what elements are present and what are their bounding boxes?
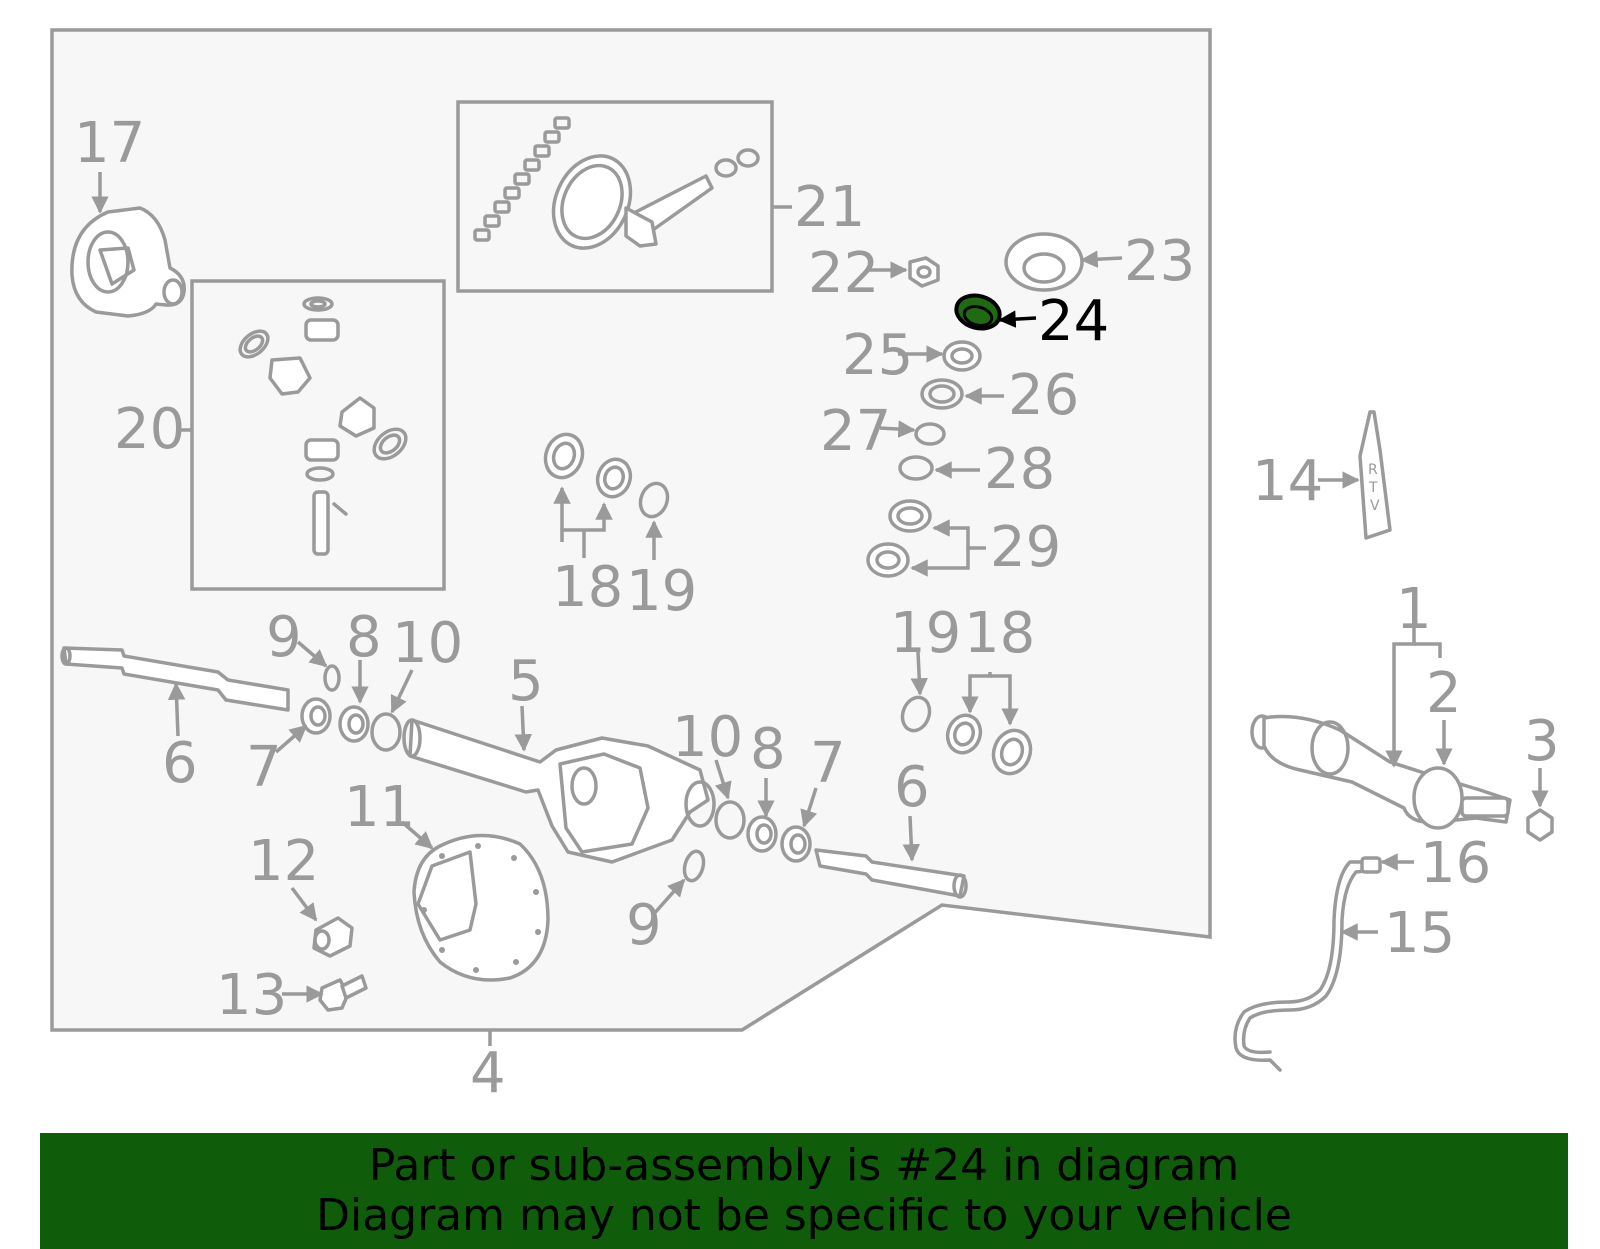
label-15: 15 — [1384, 901, 1455, 966]
label-6-left: 6 — [162, 731, 198, 796]
label-25: 25 — [842, 323, 913, 388]
label-4: 4 — [470, 1041, 506, 1106]
label-24-highlighted: 24 — [1038, 289, 1109, 354]
svg-text:V: V — [1370, 498, 1380, 514]
pinion-nut-part[interactable] — [908, 256, 940, 288]
axle-bearing-left-part[interactable] — [300, 697, 332, 735]
ring-and-pinion-kit-part[interactable] — [473, 116, 760, 261]
fill-plug-part[interactable] — [312, 916, 354, 958]
label-2: 2 — [1426, 661, 1462, 726]
label-13: 13 — [216, 963, 287, 1028]
label-18-lower: 18 — [964, 601, 1035, 666]
o-ring-right-part[interactable] — [681, 849, 706, 883]
bearing-race-part[interactable] — [920, 378, 964, 410]
gasket-right-part[interactable] — [714, 800, 746, 840]
label-12: 12 — [248, 829, 319, 894]
label-14: 14 — [1252, 449, 1323, 514]
info-banner: Part or sub-assembly is #24 in diagram D… — [40, 1133, 1568, 1249]
o-ring-left-part[interactable] — [323, 664, 341, 692]
diff-gear-kit-box — [190, 279, 446, 591]
svg-text:T: T — [1368, 480, 1378, 496]
label-18-upper: 18 — [552, 555, 623, 620]
banner-line-part-number: Part or sub-assembly is #24 in diagram — [368, 1140, 1240, 1191]
carrier-bearing-upper-part[interactable] — [540, 429, 636, 501]
label-9-right: 9 — [626, 893, 662, 958]
label-17: 17 — [74, 111, 145, 176]
pinion-bearing-inner-part[interactable] — [866, 499, 932, 578]
crush-sleeve-part[interactable] — [914, 422, 946, 446]
label-7-right: 7 — [810, 731, 846, 796]
pinion-flange-part[interactable] — [1004, 232, 1084, 292]
carrier-bearing-lower-part[interactable] — [942, 711, 1036, 779]
axle-shaft-right-part[interactable] — [814, 848, 968, 899]
banner-line-disclaimer: Diagram may not be specific to your vehi… — [316, 1190, 1292, 1241]
label-27: 27 — [820, 399, 891, 464]
drive-axle-assembly-part[interactable] — [1250, 714, 1512, 830]
rtv-sealant-tube-part[interactable]: R T V — [1358, 410, 1392, 540]
pinion-shim-part[interactable] — [898, 455, 934, 481]
label-19-upper: 19 — [626, 559, 697, 624]
abs-sensor-part[interactable] — [1233, 856, 1382, 1072]
label-9-left: 9 — [266, 605, 302, 670]
label-3: 3 — [1524, 709, 1560, 774]
label-16: 16 — [1420, 831, 1491, 896]
label-1: 1 — [1396, 577, 1432, 642]
label-10-right: 10 — [672, 705, 743, 770]
label-8-right: 8 — [750, 717, 786, 782]
label-11: 11 — [344, 775, 415, 840]
label-29: 29 — [990, 515, 1061, 580]
label-8-left: 8 — [346, 605, 382, 670]
label-5: 5 — [508, 649, 544, 714]
gear-kit-box — [456, 100, 774, 293]
label-21: 21 — [794, 175, 865, 240]
label-26: 26 — [1008, 363, 1079, 428]
label-6-right: 6 — [894, 755, 930, 820]
axle-seal-right-part[interactable] — [746, 815, 778, 853]
label-22: 22 — [808, 241, 879, 306]
label-7-left: 7 — [246, 735, 282, 800]
axle-bearing-right-part[interactable] — [780, 825, 812, 863]
carrier-shim-lower-part[interactable] — [898, 694, 934, 735]
differential-gear-kit-part[interactable] — [235, 296, 411, 556]
label-10-left: 10 — [392, 611, 463, 676]
label-23: 23 — [1124, 229, 1195, 294]
carrier-shim-upper-part[interactable] — [636, 480, 672, 521]
label-28: 28 — [984, 437, 1055, 502]
axle-housing-part[interactable] — [402, 718, 716, 864]
label-19-lower: 19 — [890, 601, 961, 666]
svg-text:R: R — [1368, 462, 1378, 478]
label-20: 20 — [114, 397, 185, 462]
axle-nut-part[interactable] — [1526, 808, 1554, 842]
axle-seal-left-part[interactable] — [338, 705, 370, 743]
differential-cover-part[interactable] — [412, 833, 550, 982]
gasket-left-part[interactable] — [370, 712, 402, 752]
pinion-bearing-outer-part[interactable] — [942, 340, 982, 372]
axle-shaft-left-part[interactable] — [60, 646, 290, 712]
